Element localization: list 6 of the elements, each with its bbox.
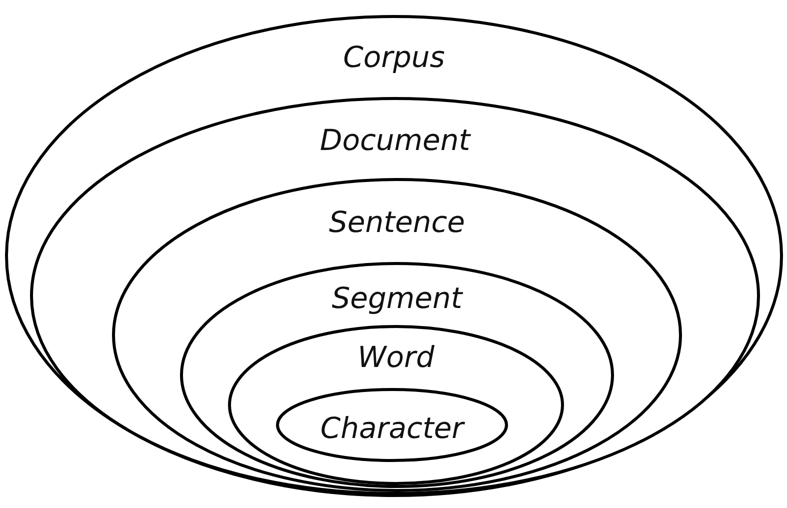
level-label: Segment xyxy=(332,281,462,315)
level-label: Word xyxy=(358,340,434,374)
level-label: Sentence xyxy=(328,205,465,239)
level-label: Document xyxy=(320,123,470,157)
level-label: Character xyxy=(320,411,464,445)
level-label: Corpus xyxy=(343,40,445,74)
